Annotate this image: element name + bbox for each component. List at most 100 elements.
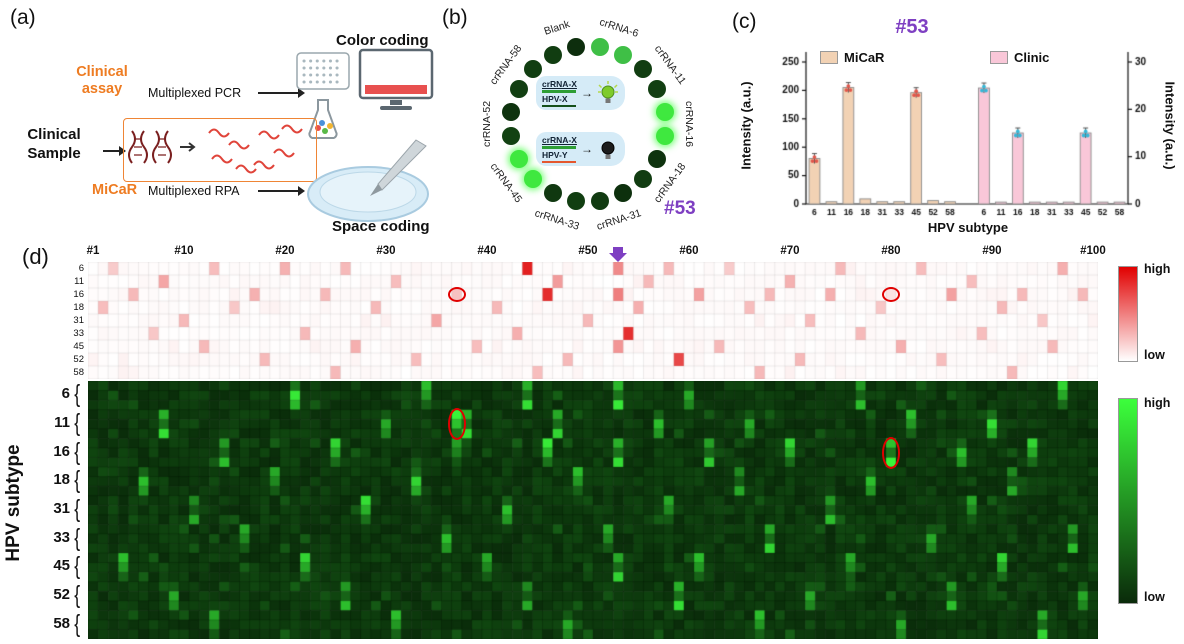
- sample-col-tick-90: #90: [982, 245, 1002, 257]
- well-dot-blank: [543, 45, 562, 64]
- well-dot-crrna-45: [509, 150, 528, 169]
- red-colorbar-low-label: low: [1144, 348, 1165, 362]
- well-dot-crrna-52: [501, 102, 520, 121]
- sample-arrow: [103, 146, 126, 156]
- rna-squiggles-icon: [208, 124, 303, 174]
- clinic-row-label-58: 58: [73, 366, 84, 378]
- clinical-sample-label: Clinical Sample: [27, 126, 81, 162]
- micar-group-label-16: 16: [53, 442, 70, 460]
- target-strand-icon: [542, 104, 576, 107]
- discordant-cell-circle: [447, 287, 466, 302]
- green-colorbar-high-label: high: [1144, 396, 1171, 410]
- well-dot-crrna-52: [501, 127, 520, 146]
- panel-d-label: (d): [22, 244, 49, 269]
- ring-label-crrna-31: crRNA-31: [595, 207, 643, 233]
- panel-b-label: (b): [442, 6, 468, 29]
- group-brace-icon: {: [74, 552, 81, 581]
- offtarget-strand-icon: [542, 160, 576, 163]
- reaction-arrow-icon: →: [580, 86, 593, 100]
- ring-label-blank: Blank: [542, 18, 572, 38]
- green-colorbar: [1118, 398, 1138, 604]
- well-dot-crrna-18: [648, 150, 667, 169]
- well-dot-crrna-33: [566, 192, 585, 211]
- micar-heatmap-canvas: [88, 381, 1098, 639]
- clinic-row-label-6: 6: [78, 262, 84, 274]
- sample-col-tick-50: #50: [578, 245, 598, 257]
- well-dot-crrna-45: [523, 170, 542, 189]
- group-brace-icon: {: [74, 437, 81, 466]
- micar-group-label-6: 6: [61, 385, 70, 403]
- sample-col-tick-1: #1: [86, 245, 100, 257]
- ring-label-crrna-16: crRNA-16: [683, 100, 695, 148]
- micar-group-label-11: 11: [54, 414, 70, 431]
- pcr-arrow: [258, 88, 305, 98]
- sample-col-tick-80: #80: [881, 245, 901, 257]
- clinic-row-label-18: 18: [73, 301, 84, 313]
- clinic-heatmap-canvas: [88, 262, 1098, 379]
- group-brace-icon: {: [74, 466, 81, 495]
- clinic-row-label-33: 33: [73, 327, 84, 339]
- x-axis-title: HPV subtype: [927, 220, 1009, 235]
- ring-label-crrna-52: crRNA-52: [481, 100, 493, 148]
- rpa-arrow: [258, 186, 305, 196]
- micar-group-label-31: 31: [53, 500, 70, 517]
- well-plate-icon: [296, 52, 350, 90]
- micar-group-label-45: 45: [53, 557, 70, 575]
- well-dot-crrna-6: [591, 37, 610, 56]
- clinic-row-label-31: 31: [73, 314, 84, 326]
- sample-col-tick-10: #10: [174, 245, 194, 257]
- crrna-x-label: crRNA-X: [542, 135, 577, 145]
- amplified-sample-box: [123, 118, 317, 182]
- well-dot-crrna-58: [509, 79, 528, 98]
- ring-label-crrna-33: crRNA-33: [533, 207, 581, 233]
- well-dot-crrna-33: [543, 184, 562, 203]
- right-axis-title: Intensity (a.u.): [1162, 81, 1178, 170]
- panel-c-label: (c): [732, 10, 757, 33]
- detection-scheme-on: crRNA-X HPV-X →: [536, 76, 625, 110]
- group-brace-icon: {: [74, 409, 81, 437]
- sample-53-arrow-icon: [609, 247, 628, 262]
- sample-col-tick-20: #20: [275, 245, 295, 257]
- group-brace-icon: {: [74, 380, 81, 409]
- well-dot-crrna-16: [656, 127, 675, 146]
- dna-amplicons-icon: [128, 124, 303, 174]
- discordant-cell-ellipse: [447, 408, 466, 440]
- crrna-strand-icon: [542, 146, 576, 149]
- discordant-cell-ellipse: [881, 436, 900, 469]
- micar-group-label-58: 58: [53, 614, 70, 632]
- multiplexed-rpa-label: Multiplexed RPA: [148, 184, 240, 198]
- well-dot-crrna-16: [656, 102, 675, 121]
- sample-col-tick-70: #70: [780, 245, 800, 257]
- clinic-row-label-16: 16: [73, 288, 84, 300]
- space-coding-label: Space coding: [332, 218, 430, 235]
- bulb-on-icon: [597, 81, 618, 103]
- pipette-icon: [370, 139, 427, 196]
- bar-chart-canvas: [758, 28, 1178, 236]
- amplify-arrow-icon: [180, 142, 196, 152]
- panel-a-label: (a): [10, 6, 36, 29]
- well-dot-crrna-58: [523, 59, 542, 78]
- clinic-row-label-11: 11: [74, 275, 84, 287]
- crrna-x-label: crRNA-X: [542, 79, 577, 89]
- micar-group-label-52: 52: [53, 586, 70, 603]
- multiplexed-pcr-label: Multiplexed PCR: [148, 86, 242, 100]
- sample-col-tick-100: #100: [1080, 245, 1106, 257]
- reaction-arrow-icon: →: [580, 142, 593, 156]
- monitor-icon: [358, 48, 434, 110]
- panel-a-workflow: (a) Clinical assay Multiplexed PCR Color…: [6, 6, 436, 240]
- crrna-strand-icon: [542, 90, 576, 93]
- hpv-y-label: HPV-Y: [542, 149, 568, 160]
- well-dot-crrna-6: [614, 45, 633, 64]
- color-coding-label: Color coding: [336, 32, 429, 49]
- well-dot-crrna-31: [591, 192, 610, 211]
- well-dot-crrna-11: [648, 79, 667, 98]
- sample-col-tick-30: #30: [376, 245, 396, 257]
- group-brace-icon: {: [74, 581, 81, 609]
- dna-helix-icon: [128, 130, 172, 164]
- hpv-x-label: HPV-X: [542, 93, 568, 104]
- micar-group-label-18: 18: [53, 471, 70, 489]
- detection-scheme-off: crRNA-X HPV-Y →: [536, 132, 625, 166]
